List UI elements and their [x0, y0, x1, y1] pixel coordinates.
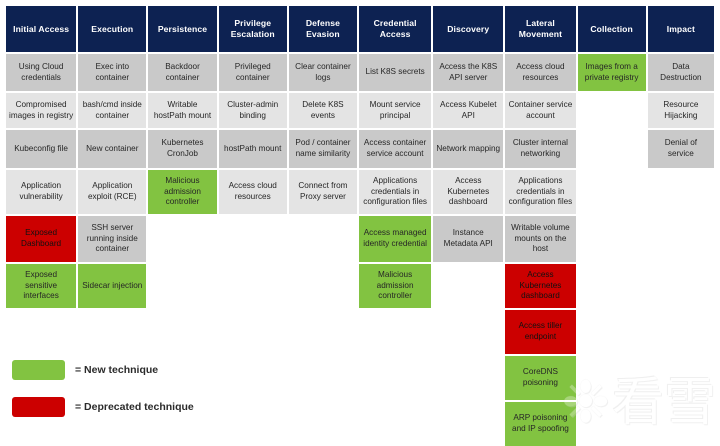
- technique-cell[interactable]: Access Kubernetes dashboard: [433, 170, 504, 214]
- technique-cell[interactable]: Denial of service: [647, 130, 714, 168]
- technique-cell[interactable]: Access tiller endpoint: [505, 310, 576, 354]
- technique-cell[interactable]: hostPath mount: [218, 130, 287, 168]
- technique-cell[interactable]: Mount service principal: [359, 93, 432, 128]
- technique-cell[interactable]: Instance Metadata API: [433, 216, 504, 262]
- technique-cell[interactable]: Application exploit (RCE): [78, 170, 147, 214]
- technique-cell[interactable]: bash/cmd inside container: [78, 93, 147, 128]
- column-header[interactable]: Impact: [647, 6, 714, 52]
- column-header[interactable]: Collection: [577, 6, 646, 52]
- legend: = New technique = Deprecated technique: [12, 360, 194, 434]
- technique-cell[interactable]: ARP poisoning and IP spoofing: [505, 402, 576, 446]
- legend-row-new: = New technique: [12, 360, 194, 380]
- technique-cell[interactable]: Cluster-admin binding: [218, 93, 287, 128]
- technique-cell[interactable]: Delete K8S events: [288, 93, 358, 128]
- technique-cell[interactable]: Clear container logs: [288, 54, 358, 91]
- technique-cell[interactable]: Writable volume mounts on the host: [505, 216, 576, 262]
- column-header[interactable]: Credential Access: [359, 6, 432, 52]
- column-header[interactable]: Discovery: [433, 6, 504, 52]
- column-header[interactable]: Persistence: [148, 6, 217, 52]
- column-header[interactable]: Execution: [78, 6, 147, 52]
- technique-cell[interactable]: Writable hostPath mount: [148, 93, 217, 128]
- column-header[interactable]: Initial Access: [6, 6, 77, 52]
- technique-cell[interactable]: Privileged container: [218, 54, 287, 91]
- technique-cell[interactable]: Application vulnerability: [6, 170, 77, 214]
- legend-swatch-new: [12, 360, 65, 380]
- technique-cell[interactable]: Malicious admission controller: [148, 170, 217, 214]
- technique-cell[interactable]: Compromised images in registry: [6, 93, 77, 128]
- technique-cell[interactable]: Access container service account: [359, 130, 432, 168]
- technique-cell[interactable]: Access cloud resources: [218, 170, 287, 214]
- technique-cell[interactable]: Exposed sensitive interfaces: [6, 264, 77, 308]
- technique-cell[interactable]: Malicious admission controller: [359, 264, 432, 308]
- technique-cell[interactable]: Resource Hijacking: [647, 93, 714, 128]
- technique-cell[interactable]: Access Kubernetes dashboard: [505, 264, 576, 308]
- technique-cell[interactable]: Kubernetes CronJob: [148, 130, 217, 168]
- technique-cell[interactable]: Network mapping: [433, 130, 504, 168]
- technique-cell[interactable]: Access managed identity credential: [359, 216, 432, 262]
- technique-cell[interactable]: Container service account: [505, 93, 576, 128]
- technique-cell[interactable]: New container: [78, 130, 147, 168]
- legend-row-deprecated: = Deprecated technique: [12, 397, 194, 417]
- technique-cell[interactable]: Sidecar injection: [78, 264, 147, 308]
- technique-cell[interactable]: Connect from Proxy server: [288, 170, 358, 214]
- column-header[interactable]: Defense Evasion: [288, 6, 358, 52]
- technique-cell[interactable]: Backdoor container: [148, 54, 217, 91]
- technique-cell[interactable]: Exposed Dashboard: [6, 216, 77, 262]
- column-header[interactable]: Privilege Escalation: [218, 6, 287, 52]
- technique-cell[interactable]: List K8S secrets: [359, 54, 432, 91]
- technique-cell[interactable]: SSH server running inside container: [78, 216, 147, 262]
- technique-cell[interactable]: Access the K8S API server: [433, 54, 504, 91]
- technique-cell[interactable]: Kubeconfig file: [6, 130, 77, 168]
- column-header[interactable]: Lateral Movement: [505, 6, 576, 52]
- technique-cell[interactable]: Images from a private registry: [577, 54, 646, 91]
- technique-cell[interactable]: Access Kubelet API: [433, 93, 504, 128]
- technique-cell[interactable]: Exec into container: [78, 54, 147, 91]
- legend-label-deprecated: = Deprecated technique: [75, 401, 194, 413]
- technique-cell[interactable]: Data Destruction: [647, 54, 714, 91]
- legend-swatch-deprecated: [12, 397, 65, 417]
- technique-cell[interactable]: CoreDNS poisoning: [505, 356, 576, 400]
- technique-cell[interactable]: Applications credentials in configuratio…: [505, 170, 576, 214]
- technique-cell[interactable]: Access cloud resources: [505, 54, 576, 91]
- legend-label-new: = New technique: [75, 364, 159, 376]
- technique-cell[interactable]: Pod / container name similarity: [288, 130, 358, 168]
- technique-cell[interactable]: Using Cloud credentials: [6, 54, 77, 91]
- technique-cell[interactable]: Applications credentials in configuratio…: [359, 170, 432, 214]
- technique-cell[interactable]: Cluster internal networking: [505, 130, 576, 168]
